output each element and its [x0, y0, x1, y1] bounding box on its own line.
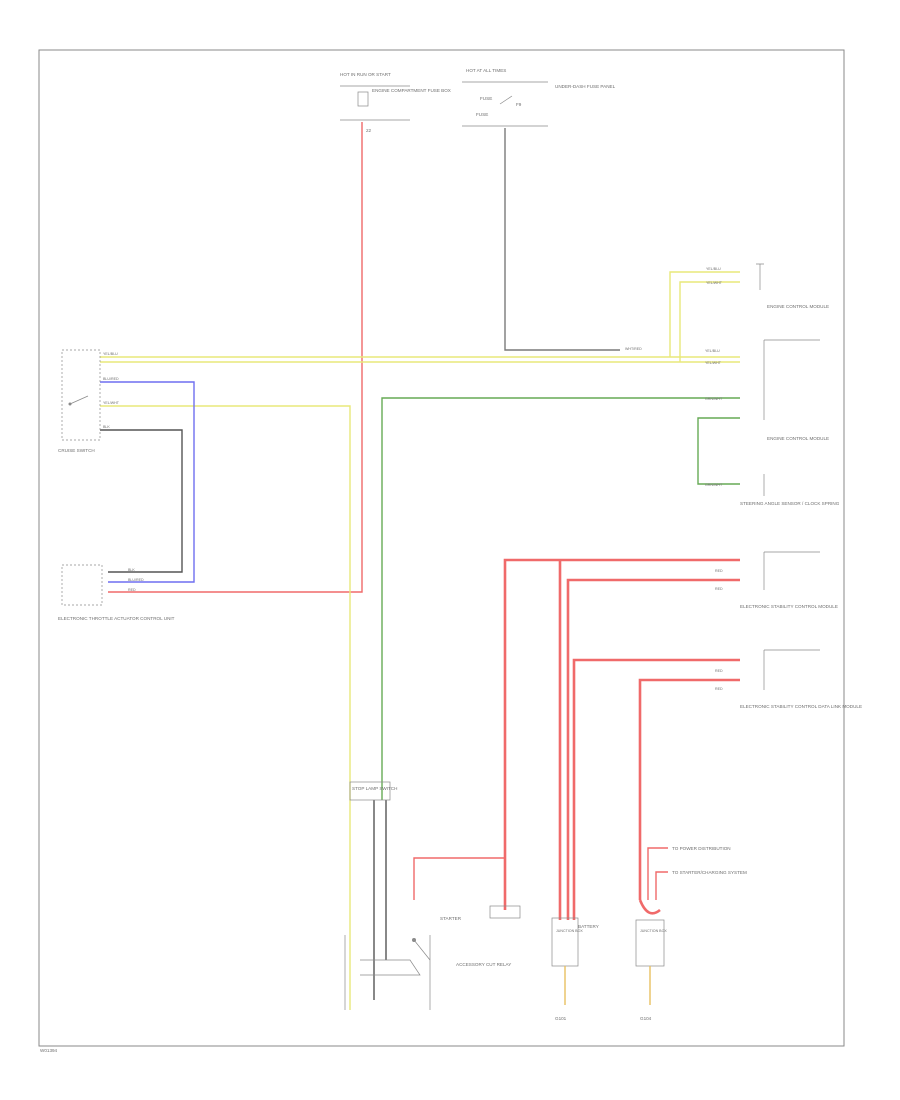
label-electronic-throttle: ELECTRONIC THROTTLE ACTUATOR CONTROL UNI… [58, 616, 175, 621]
wire-gray-ecm [504, 128, 620, 351]
wire-label-throttle-blk: BLK [128, 568, 135, 572]
wire-label-steering: GRN/WHT [705, 483, 723, 487]
wire-label-abs-1: RED [715, 569, 723, 573]
label-ground-b: G104 [640, 1016, 652, 1021]
wire-label-data-2: RED [715, 687, 723, 691]
wire-green-main [381, 397, 740, 800]
wire-label-ecm-wht: WHT/RED [625, 347, 642, 351]
wire-label-blk: BLK [103, 425, 110, 429]
wire-red-starter [413, 857, 505, 900]
label-fuse-panel: ENGINE COMPARTMENT FUSE BOX [372, 88, 451, 93]
cruise-switch: CRUISE SWITCH YEL/BLU BLU/RED YEL/WHT BL… [58, 349, 120, 453]
wire-red-network-d [572, 658, 740, 920]
ecm-mid: WHT/RED YEL/BLU YEL/WHT GRN/WHT ENGINE C… [625, 339, 829, 441]
starter: STARTER [344, 916, 462, 1010]
battery: BATTERY JUNCTION BOX G101 [551, 917, 599, 1021]
label-hot-at-all-times: HOT AT ALL TIMES [466, 68, 506, 73]
wire-red-data-a [647, 847, 668, 900]
wire-label-throttle-blu: BLU/RED [128, 578, 144, 582]
wire-label-yel-wht: YEL/WHT [103, 401, 120, 405]
wire-label-ecm-top-1: YEL/BLU [706, 267, 721, 271]
wire-black [100, 429, 183, 573]
wire-label-blu-red: BLU/RED [103, 377, 119, 381]
side-label-starter: TO STARTER/CHARGING SYSTEM [672, 870, 747, 875]
diagram-frame [38, 49, 845, 1047]
wire-blue [100, 381, 195, 583]
label-jb-a: ACCESSORY CUT RELAY [456, 962, 511, 967]
label-cruise-switch: CRUISE SWITCH [58, 448, 95, 453]
wire-red-network-c [566, 578, 740, 920]
wire-red-main [108, 122, 363, 593]
label-battery: BATTERY [578, 924, 599, 929]
power-source-right: HOT AT ALL TIMES UNDER-DASH FUSE PANEL F… [462, 68, 616, 127]
wire-label-yel-blu: YEL/BLU [103, 352, 118, 356]
wire-red-network-a [503, 558, 740, 910]
wire-red-data-b [655, 871, 668, 900]
abs-module: RED RED ELECTRONIC STABILITY CONTROL MOD… [715, 551, 838, 609]
power-source-left: HOT IN RUN OR START ENGINE COMPARTMENT F… [340, 72, 451, 133]
label-fuse: FUSE [480, 96, 492, 101]
label-under-dash: UNDER-DASH FUSE PANEL [555, 84, 616, 89]
label-hot-run-start: HOT IN RUN OR START [340, 72, 391, 77]
label-abs-module: ELECTRONIC STABILITY CONTROL MODULE [740, 604, 838, 609]
side-label-power: TO POWER DISTRIBUTION [672, 846, 731, 851]
wire-yellow-lower [100, 405, 351, 1010]
wire-label-ecm-mid-2: YEL/WHT [705, 361, 722, 365]
label-fuse-id: F9 [516, 102, 522, 107]
wire-red-loop [638, 899, 661, 915]
wire-green-branch [697, 417, 740, 485]
electronic-throttle: ELECTRONIC THROTTLE ACTUATOR CONTROL UNI… [58, 564, 175, 621]
label-starter: STARTER [440, 916, 462, 921]
wire-label-throttle-red: RED [128, 588, 136, 592]
junction-box-right: JUNCTION BOX G104 [635, 919, 667, 1021]
stop-lamp-switch: STOP LAMP SWITCH [349, 781, 397, 801]
label-jb-right: JUNCTION BOX [640, 929, 667, 933]
junction-box-a: ACCESSORY CUT RELAY [456, 905, 521, 967]
label-ecm-top: ENGINE CONTROL MODULE [767, 304, 829, 309]
label-steering-angle: STEERING ANGLE SENSOR / CLOCK SPRING [740, 501, 840, 506]
wire-label-ecm-top-2: YEL/WHT [706, 281, 723, 285]
footer-code: W01394 [40, 1048, 58, 1053]
label-jb-b: JUNCTION BOX [556, 929, 583, 933]
wire-label-ecm-mid-3: GRN/WHT [705, 397, 723, 401]
label-fuse-pin: 22 [366, 128, 372, 133]
label-stop-lamp: STOP LAMP SWITCH [352, 786, 397, 791]
ecm-top: YEL/BLU YEL/WHT ENGINE CONTROL MODULE [706, 263, 829, 309]
label-ground-a: G101 [555, 1016, 567, 1021]
wire-label-ecm-mid-1: YEL/BLU [705, 349, 720, 353]
label-fuse-panel-2: FUSE [476, 112, 488, 117]
data-link-module: RED RED ELECTRONIC STABILITY CONTROL DAT… [715, 649, 862, 709]
steering-angle-sensor: GRN/WHT STEERING ANGLE SENSOR / CLOCK SP… [705, 474, 840, 506]
label-data-link: ELECTRONIC STABILITY CONTROL DATA LINK M… [740, 704, 862, 709]
label-ecm-mid: ENGINE CONTROL MODULE [767, 436, 829, 441]
wire-red-network-e [638, 678, 740, 900]
wire-label-abs-2: RED [715, 587, 723, 591]
wire-yellow-branch-b [679, 281, 740, 362]
wire-yellow-branch-a [669, 271, 740, 357]
wire-label-data-1: RED [715, 669, 723, 673]
